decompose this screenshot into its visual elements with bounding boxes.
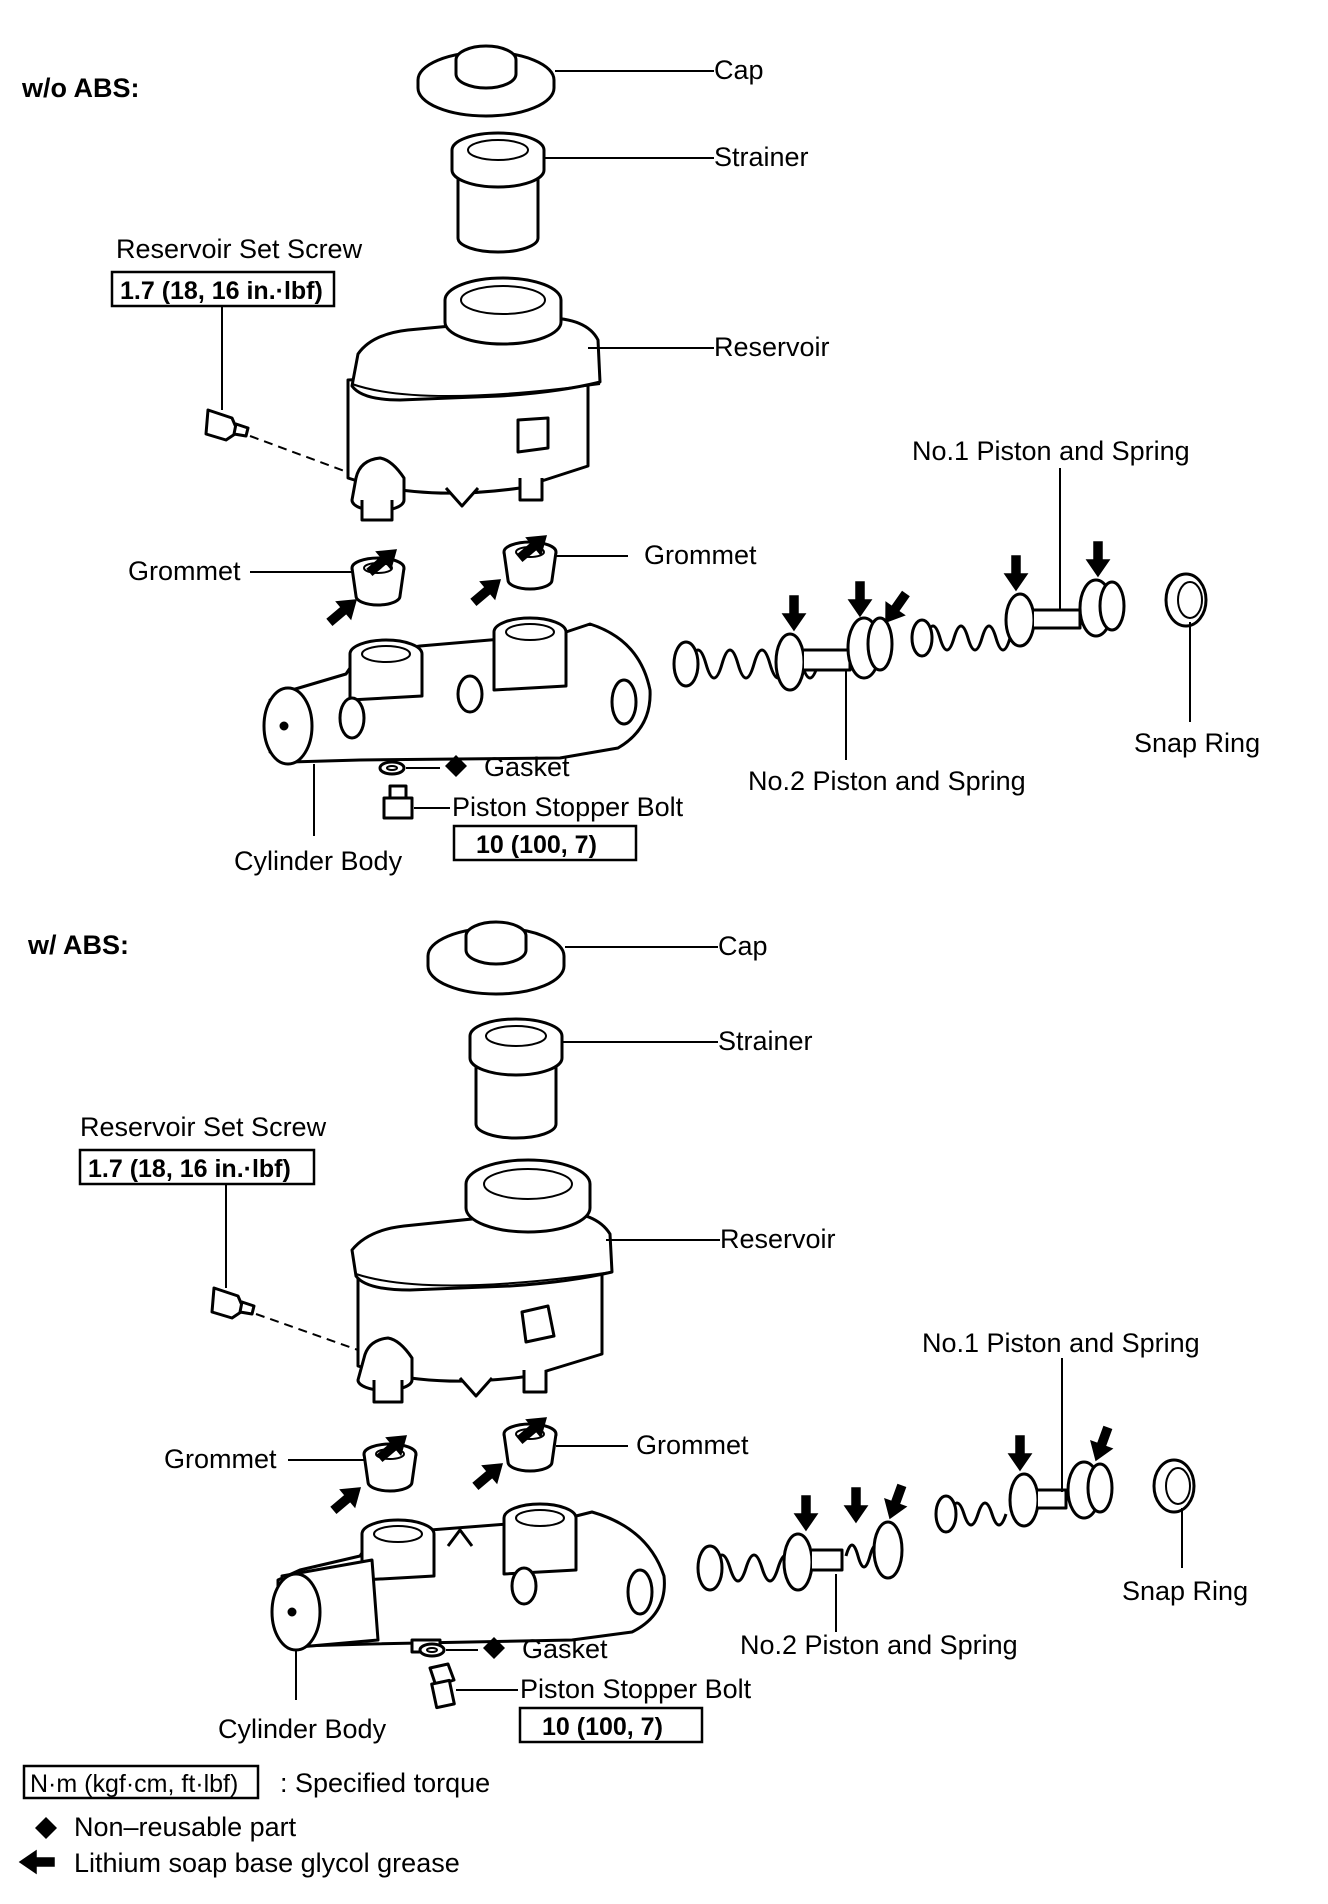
cap-label: Cap [718,931,768,961]
stopper-bolt-label: Piston Stopper Bolt [452,792,684,822]
bolt-torque-box [452,824,638,862]
piston-stopper-bolt-part [428,1662,456,1710]
grease-arrow-icon [878,1481,913,1523]
strainer-part [450,131,546,254]
bolt-torque-value: 10 (100, 7) [476,831,597,859]
strainer-label: Strainer [714,142,809,172]
gasket-label: Gasket [484,752,570,782]
cylinder-body-part [262,616,652,766]
torque-legend-box [22,1764,260,1800]
cap-part [426,920,566,996]
no2-piston-label: No.2 Piston and Spring [740,1630,1018,1660]
no1-piston-label: No.1 Piston and Spring [912,436,1190,466]
screw-torque-box [78,1148,316,1186]
section-with-abs: w/ ABS: Cap Strainer Reservoir Set Screw… [27,920,1248,1744]
grommet-left-label: Grommet [128,556,241,586]
grease-arrow-icon [844,1487,868,1523]
snap-ring-part [1164,572,1208,628]
reservoir-set-screw-label: Reservoir Set Screw [80,1112,327,1142]
grease-arrow-icon [326,1478,368,1520]
reservoir-set-screw-part [210,1286,256,1320]
grease-arrow-icon [1086,541,1110,577]
reservoir-set-screw-label: Reservoir Set Screw [116,234,363,264]
cylinder-body-part [270,1502,666,1654]
grommet-right-label: Grommet [644,540,757,570]
reservoir-set-screw-part [204,408,250,442]
snap-ring-label: Snap Ring [1122,1576,1248,1606]
gasket-label: Gasket [522,1634,608,1664]
reservoir-part [350,1158,614,1404]
no2-piston-spring-part [672,616,894,692]
gasket-part [378,760,406,776]
screw-torque-value: 1.7 (18, 16 in.·lbf) [120,277,323,305]
grease-arrow-icon [782,595,806,631]
snap-ring-part [1152,1458,1196,1514]
no2-piston-spring-part [696,1520,904,1592]
black-arrow-icon [19,1850,55,1874]
non-reusable-label: Non–reusable part [74,1812,297,1842]
cap-label: Cap [714,55,764,85]
bolt-torque-box [518,1706,704,1744]
reservoir-label: Reservoir [714,332,830,362]
section-without-abs: w/o ABS: Cap Strainer Reservoir Set Scre… [21,44,1260,876]
piston-stopper-bolt-part [382,784,414,820]
reservoir-part [346,276,602,522]
no1-piston-spring-part [934,1460,1114,1534]
section-title: w/o ABS: [21,73,140,103]
grease-arrow-icon [466,570,508,612]
grease-label: Lithium soap base glycol grease [74,1848,460,1878]
torque-desc-label: : Specified torque [280,1768,490,1798]
cap-part [416,44,556,118]
section-title: w/ ABS: [27,930,129,960]
reservoir-label: Reservoir [720,1224,836,1254]
grease-arrow-icon [794,1495,818,1531]
grease-arrow-icon [1008,1435,1032,1471]
screw-torque-box [110,270,336,308]
no1-piston-label: No.1 Piston and Spring [922,1328,1200,1358]
stopper-bolt-label: Piston Stopper Bolt [520,1674,752,1704]
screw-torque-value: 1.7 (18, 16 in.·lbf) [88,1155,291,1183]
bolt-torque-value: 10 (100, 7) [542,1713,663,1741]
grease-arrow-icon [848,581,872,617]
grease-arrow-icon [1004,555,1028,591]
grommet-left-label: Grommet [164,1444,277,1474]
strainer-label: Strainer [718,1026,813,1056]
grease-arrow-icon [1084,1423,1119,1465]
no1-piston-spring-part [910,578,1126,658]
gasket-part [418,1642,446,1658]
snap-ring-label: Snap Ring [1134,728,1260,758]
strainer-part [468,1017,564,1140]
torque-unit-label: N·m (kgf·cm, ft·lbf) [30,1770,238,1798]
black-diamond-icon [35,1817,57,1839]
grommet-right-label: Grommet [636,1430,749,1460]
cylinder-body-label: Cylinder Body [234,846,403,876]
cylinder-body-label: Cylinder Body [218,1714,387,1744]
grease-arrow-icon [468,1454,510,1496]
no2-piston-label: No.2 Piston and Spring [748,766,1026,796]
legend: N·m (kgf·cm, ft·lbf) : Specified torque … [19,1764,490,1878]
grommet-left-part [350,556,406,607]
